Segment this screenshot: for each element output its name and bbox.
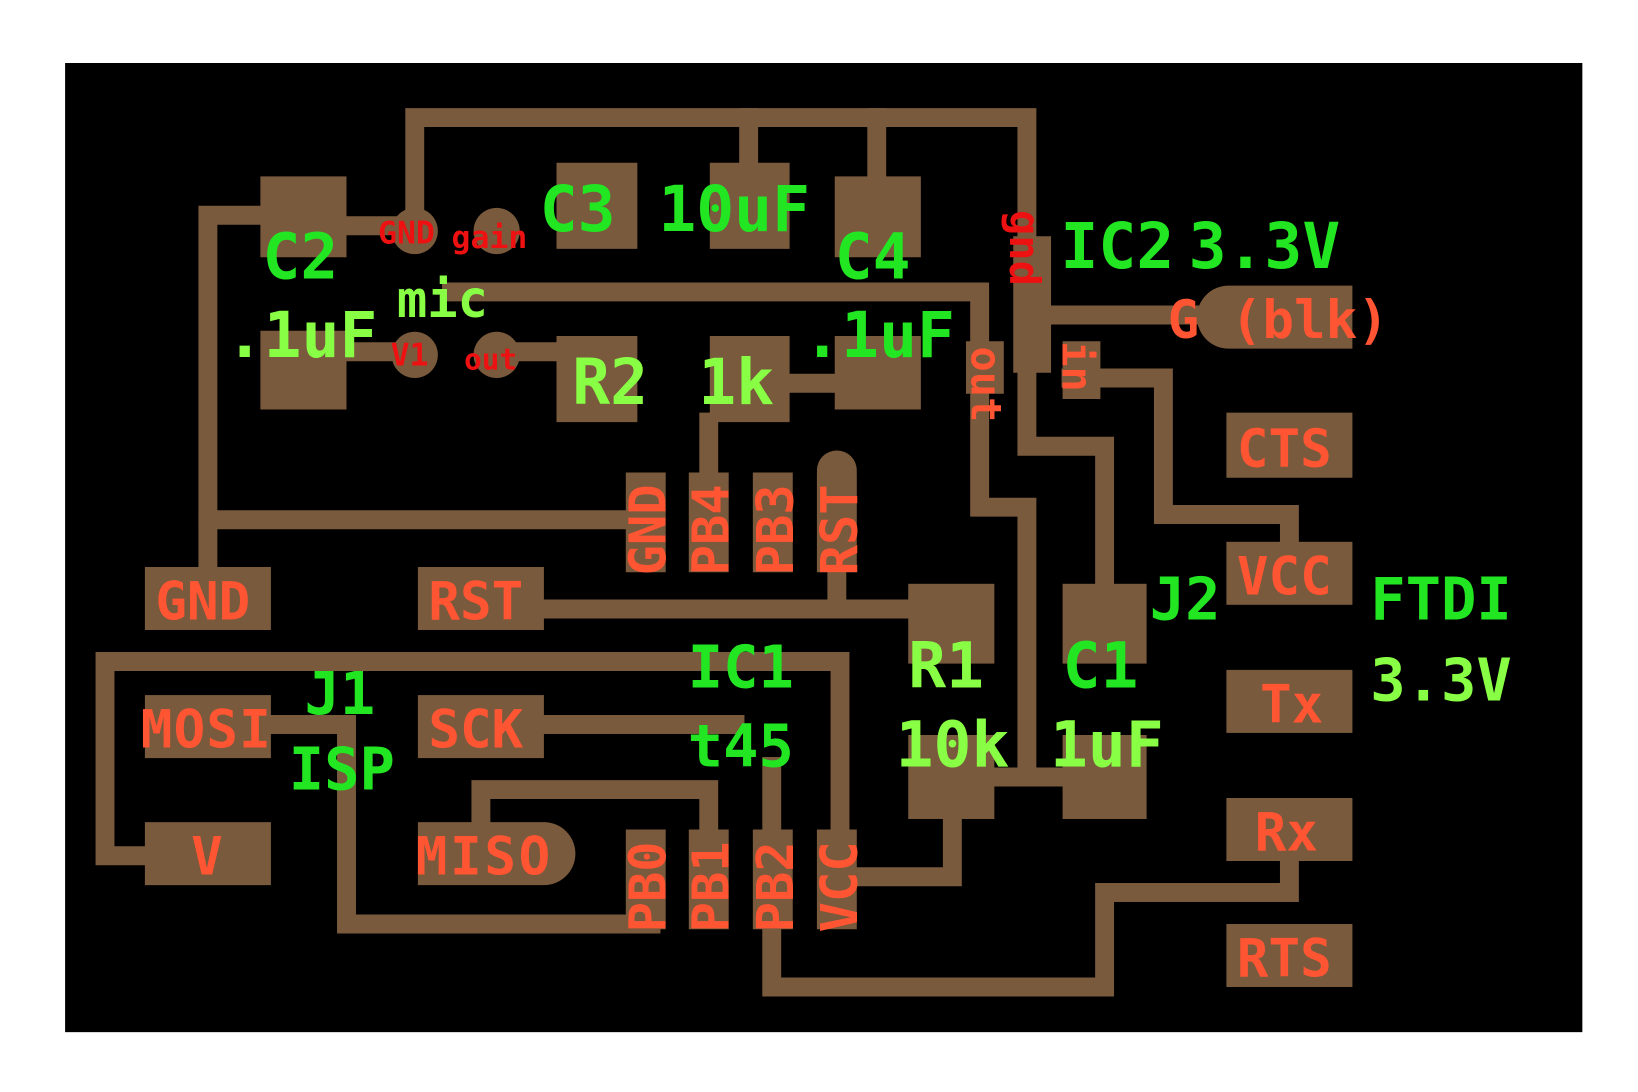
ic1-pin-pb3: PB3 [746,484,805,575]
j1-value: ISP [289,735,395,804]
isp-sck-label: SCK [428,700,523,761]
mic-gnd-label: GND [378,216,435,252]
ic1-value: t45 [688,712,794,781]
ic1-pin-rst: RST [810,484,869,575]
isp-rst-label: RST [428,572,523,633]
j2-voltage: 3.3V [1370,645,1512,714]
c3-value: 10uF [658,173,810,246]
ftdi-rts-label: RTS [1237,929,1332,990]
ic2-out-label: out [961,347,1010,423]
c1-ref: C1 [1063,630,1139,703]
ic2-ref: IC2 [1061,210,1175,283]
c2-ref: C2 [263,220,339,293]
j1-ref: J1 [305,659,376,728]
j2-value: FTDI [1370,565,1512,634]
ic1-pin-pb2: PB2 [746,841,805,932]
pad-labels: GND gain V1 out GND PB4 PB3 RST PB0 PB1 … [141,210,1389,990]
pads [144,162,1353,987]
isp-mosi-label: MOSI [141,700,271,761]
r2-value: 1k [698,346,774,419]
ic2-value: 3.3V [1189,210,1341,283]
mic-gain-label: gain [452,220,528,256]
c2-value: .1uF [226,299,378,372]
r1-value: 10k [896,709,1010,782]
ic1-pin-gnd: GND [619,484,678,575]
isp-gnd-label: GND [155,572,250,633]
silkscreen-labels: C2 .1uF C3 10uF C4 .1uF mic R2 1k IC2 3.… [226,173,1512,804]
ic2-gnd-label: gnd [1000,210,1049,286]
traces [95,108,1299,997]
c4-ref: C4 [835,220,911,293]
ftdi-g-label: G (blk) [1168,290,1389,351]
r2-ref: R2 [572,346,648,419]
isp-v-label: V [191,827,223,888]
mic-ref: mic [397,270,488,329]
r1-ref: R1 [908,630,984,703]
c1-value: 1uF [1050,709,1164,782]
ic1-pin-pb0: PB0 [619,841,678,932]
j2-ref: J2 [1150,565,1221,634]
ic2-in-label: in [1053,341,1102,392]
ftdi-cts-label: CTS [1237,419,1332,480]
ftdi-vcc-label: VCC [1237,546,1332,607]
ftdi-tx-label: Tx [1260,674,1323,735]
ic1-pin-vcc: VCC [810,841,869,932]
ic1-pin-pb1: PB1 [682,841,741,932]
ic1-ref: IC1 [688,633,794,702]
c3-ref: C3 [540,173,616,246]
ic1-pin-pb4: PB4 [682,484,741,575]
mic-out-label: out [464,343,517,377]
ftdi-rx-label: Rx [1255,803,1318,864]
c4-value: .1uF [803,299,955,372]
mic-v1-label: V1 [391,337,429,373]
